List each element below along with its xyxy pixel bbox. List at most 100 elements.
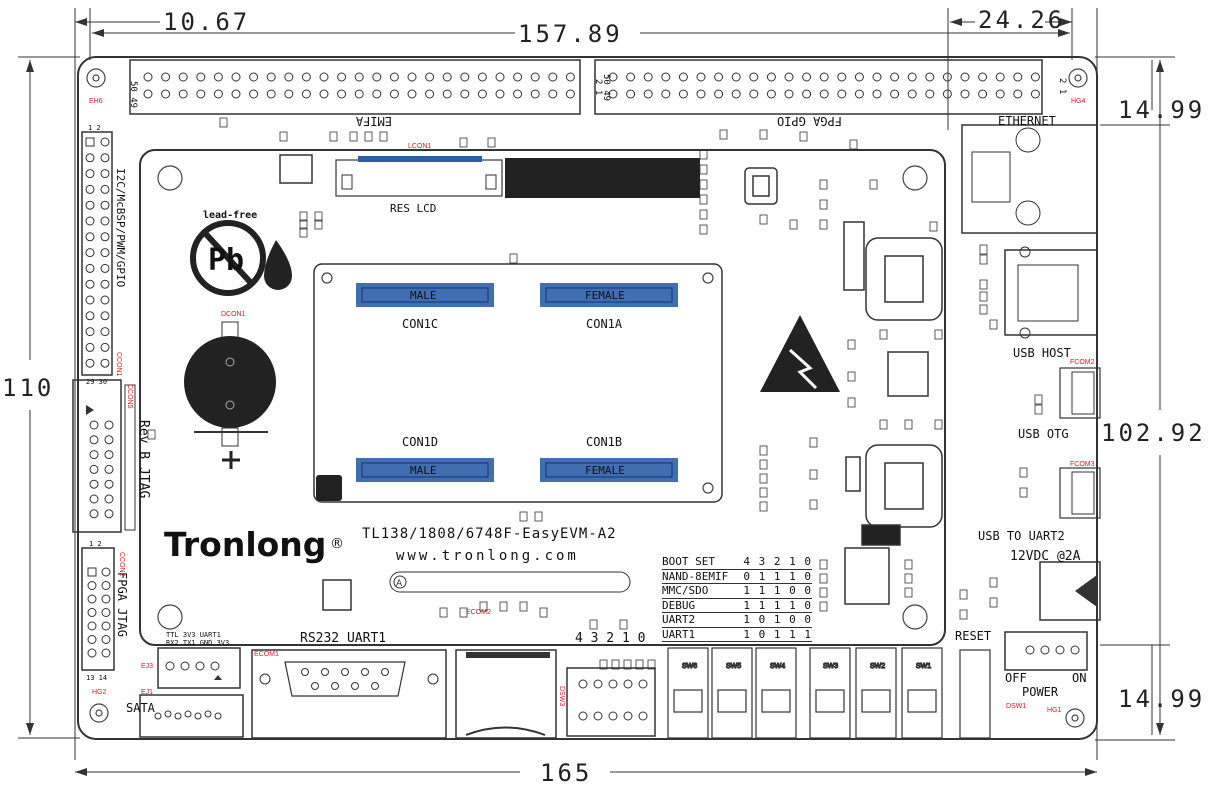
usb-host-jack[interactable] — [1004, 246, 1098, 339]
header-pin — [101, 621, 111, 631]
smd-part — [329, 131, 338, 142]
header-pin — [100, 232, 110, 242]
dim-left: 110 — [2, 374, 54, 402]
header-pin — [714, 72, 724, 82]
usb-otg-jack[interactable] — [1059, 367, 1101, 419]
ttl-uart-header[interactable] — [157, 647, 241, 689]
smd-part — [979, 279, 988, 290]
smd-part — [904, 587, 913, 598]
sd-card-slot[interactable] — [455, 649, 557, 739]
smd-part — [314, 219, 323, 230]
header-pin — [1013, 72, 1023, 82]
battery-holder — [184, 321, 276, 469]
header-pin — [101, 608, 111, 617]
smd-part — [847, 339, 856, 350]
jtag-header[interactable] — [72, 379, 136, 533]
emifa-connector[interactable] — [129, 59, 581, 115]
header-pin — [978, 89, 988, 99]
smd-part — [147, 429, 156, 440]
header-pin — [925, 72, 935, 82]
header-pin — [766, 72, 776, 82]
smd-part — [904, 573, 913, 584]
smd-part — [929, 221, 938, 232]
smd-part — [819, 179, 828, 190]
header-pin — [100, 153, 110, 163]
header-pin — [872, 89, 882, 99]
ttl-uart-label: TTL 3V3 UART1 — [166, 631, 221, 639]
header-pin — [143, 89, 153, 99]
ttl-uart-pins: RX2 TX1 GND 3V3 — [166, 639, 229, 647]
header-pin — [731, 89, 741, 99]
header-pin — [89, 450, 99, 460]
smd-part — [623, 659, 632, 670]
fpga-jtag-header[interactable] — [81, 547, 115, 671]
header-pin — [100, 137, 110, 147]
header-pin — [495, 72, 505, 82]
header-pin — [100, 184, 110, 194]
header-pin — [766, 89, 776, 99]
res-lcd-connector[interactable] — [335, 156, 503, 197]
ref-fcom3: FCOM3 — [1070, 461, 1095, 468]
rs232-connector[interactable] — [251, 649, 447, 739]
dc-power-jack[interactable] — [1039, 561, 1101, 621]
fpga-gpio-connector[interactable] — [594, 59, 1043, 115]
ethernet-jack[interactable] — [961, 124, 1098, 234]
hole-label-eh6: EH6 — [89, 98, 103, 105]
smd-part — [809, 469, 818, 480]
header-pin — [995, 89, 1005, 99]
header-pin — [389, 72, 399, 82]
sata-connector[interactable] — [139, 694, 244, 738]
boot-mode: UART2 — [662, 613, 696, 626]
boot-mode: UART1 — [662, 627, 696, 641]
push-button[interactable] — [855, 647, 897, 739]
header-pin — [104, 420, 114, 430]
smd-part — [647, 659, 656, 670]
header-pin — [925, 89, 935, 99]
push-button[interactable] — [755, 647, 797, 739]
smd-part — [439, 607, 448, 618]
con1b-label: CON1B — [586, 435, 622, 449]
header-pin — [100, 342, 110, 352]
header-pin — [608, 72, 618, 82]
push-button[interactable] — [809, 647, 851, 739]
header-pin — [942, 89, 952, 99]
smd-part — [599, 659, 608, 670]
smd-part — [759, 473, 768, 484]
hole-label-hg2: HG2 — [92, 689, 107, 696]
con1a-connector[interactable] — [540, 283, 678, 307]
push-button[interactable] — [901, 647, 943, 739]
header-pin — [643, 89, 653, 99]
header-pin — [85, 137, 95, 147]
dip-bits-label: 4 3 2 1 0 — [575, 631, 645, 646]
i2c-header[interactable] — [81, 131, 113, 376]
con1d-connector[interactable] — [356, 458, 494, 482]
usb-uart2-jack[interactable] — [1059, 467, 1101, 519]
reset-label: RESET — [955, 629, 991, 643]
push-button[interactable] — [711, 647, 753, 739]
smd-part — [699, 224, 708, 235]
header-pin — [104, 509, 114, 519]
power-switch[interactable] — [1004, 631, 1088, 671]
con1c-connector[interactable] — [356, 283, 494, 307]
header-pin — [354, 72, 364, 82]
res-lcd-label: RES LCD — [390, 202, 436, 215]
smd-part — [499, 601, 508, 612]
header-pin — [530, 89, 540, 99]
push-button[interactable] — [667, 647, 709, 739]
con1b-connector[interactable] — [540, 458, 678, 482]
emifa-label: EMIFA — [355, 114, 392, 128]
switch-label: SW2 — [870, 663, 885, 670]
header-pin — [960, 89, 970, 99]
header-pin — [87, 608, 97, 617]
smd-part — [1019, 487, 1028, 498]
smd-part — [759, 445, 768, 456]
boot-set-bits: 4 3 2 1 0 — [743, 555, 812, 568]
boot-dip-switch[interactable] — [566, 667, 656, 737]
smd-part — [459, 607, 468, 618]
smd-part — [1034, 394, 1043, 405]
reset-button[interactable] — [959, 649, 991, 739]
header-pin — [495, 89, 505, 99]
header-pin — [749, 72, 759, 82]
header-pin — [802, 72, 812, 82]
